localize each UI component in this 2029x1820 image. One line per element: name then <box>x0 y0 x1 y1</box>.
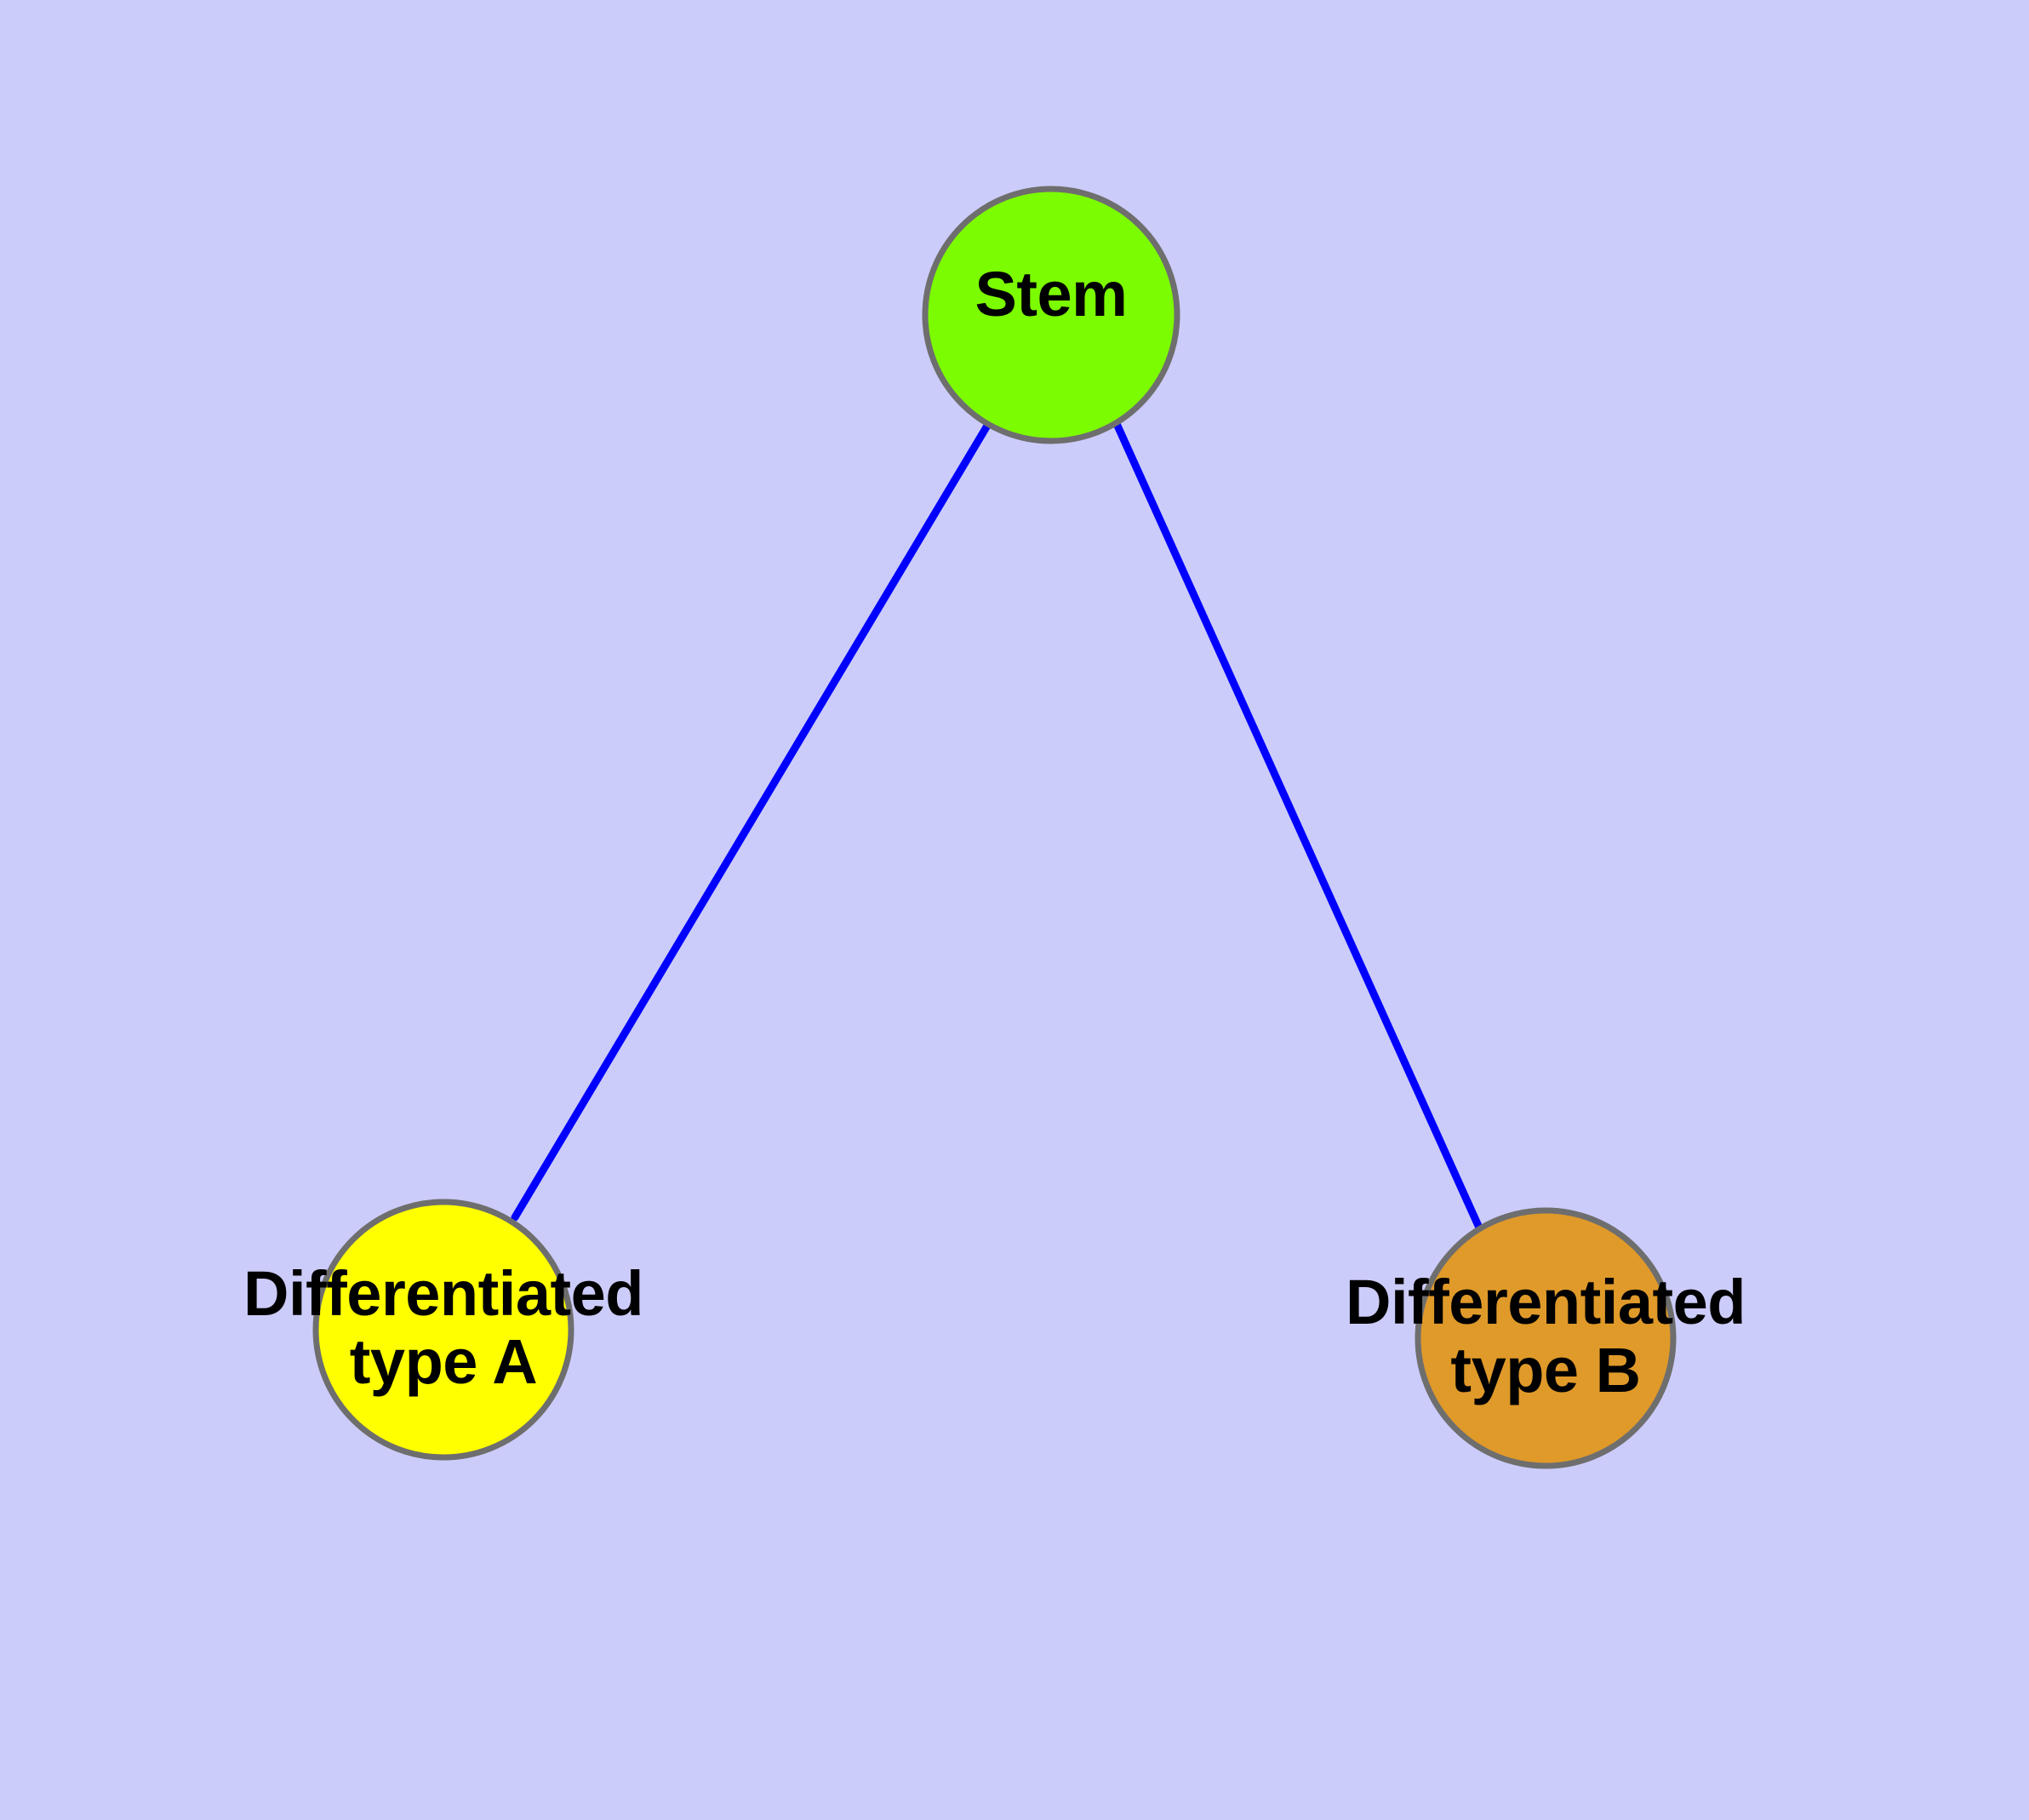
edge-layer <box>511 421 1483 1230</box>
edge-stem-to-diff-a[interactable] <box>511 421 992 1222</box>
edge-stem-to-diff-b[interactable] <box>1113 421 1483 1230</box>
node-layer <box>312 186 1677 1469</box>
node-differentiated-type-a[interactable] <box>312 1199 574 1461</box>
node-stem[interactable] <box>922 186 1180 444</box>
node-differentiated-type-b[interactable] <box>1415 1207 1677 1469</box>
